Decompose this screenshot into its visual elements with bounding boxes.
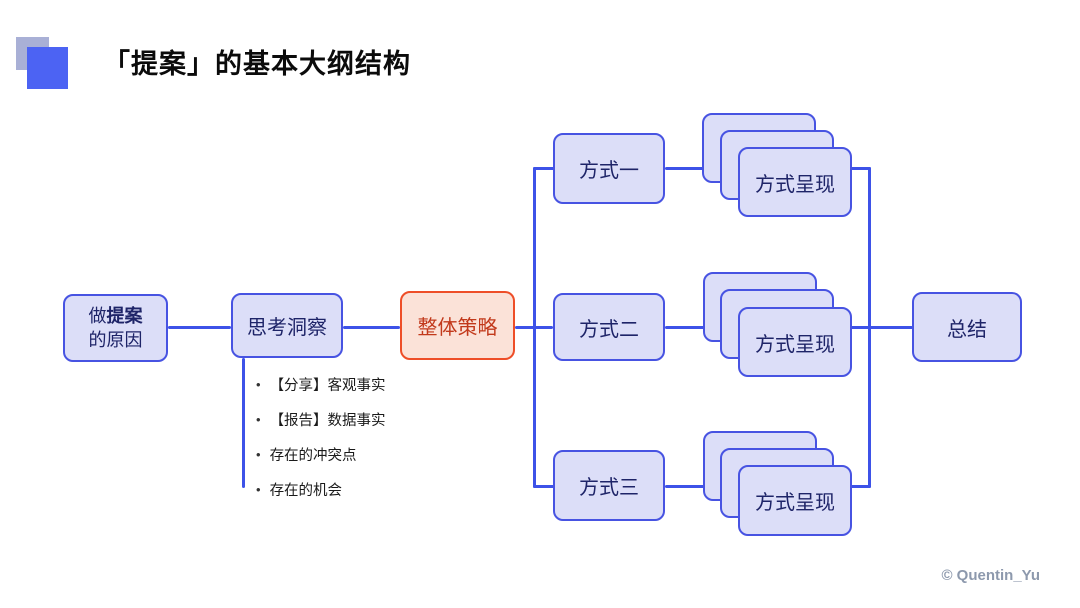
decor-square-front (27, 47, 68, 89)
bullet-dot-icon: • (256, 377, 261, 392)
list-item: • 【分享】客观事实 (256, 374, 386, 395)
connector-trunk-way1 (533, 167, 555, 170)
node-presentation2: 方式呈现 (738, 307, 852, 377)
node-way2-label: 方式二 (579, 318, 639, 341)
node-presentation3: 方式呈现 (738, 465, 852, 536)
node-presentation3-label: 方式呈现 (755, 492, 835, 514)
node-insight-label: 思考洞察 (247, 317, 327, 339)
connector-reason-insight (168, 326, 231, 329)
node-insight: 思考洞察 (231, 293, 343, 358)
list-item: • 存在的机会 (256, 479, 386, 500)
bullet-dot-icon: • (256, 412, 261, 427)
node-summary: 总结 (912, 292, 1022, 362)
bullet-text: 【报告】数据事实 (269, 413, 386, 429)
list-item: • 存在的冲突点 (256, 444, 386, 465)
list-item: • 【报告】数据事实 (256, 409, 386, 430)
node-summary-label: 总结 (947, 318, 987, 341)
node-strategy-label: 整体策略 (417, 317, 498, 339)
bullet-text: 【分享】客观事实 (269, 378, 386, 394)
connector-insight-strategy (343, 326, 400, 329)
node-reason-label: 做提案 的原因 (88, 306, 143, 350)
insight-bullet-list: • 【分享】客观事实 • 【报告】数据事实 • 存在的冲突点 • 存在的机会 (256, 374, 386, 514)
node-way1: 方式一 (553, 133, 665, 204)
connector-trunk-summary (869, 326, 913, 329)
connector-insight-bullets (242, 358, 245, 488)
node-way2: 方式二 (553, 293, 665, 361)
page-title: 「提案」的基本大纲结构 (103, 49, 411, 79)
node-way1-label: 方式一 (579, 160, 639, 182)
node-way3-label: 方式三 (579, 477, 639, 499)
node-presentation1-label: 方式呈现 (755, 173, 835, 196)
branch-trunk-left (533, 167, 536, 488)
node-way3: 方式三 (553, 450, 665, 521)
bullet-dot-icon: • (256, 447, 261, 462)
node-strategy: 整体策略 (400, 291, 515, 360)
bullet-text: 存在的冲突点 (269, 448, 357, 464)
node-reason: 做提案 的原因 (63, 294, 168, 362)
node-presentation2-label: 方式呈现 (755, 333, 835, 356)
bullet-text: 存在的机会 (269, 483, 343, 499)
author-credit: © Quentin_Yu (941, 567, 1040, 584)
node-presentation1: 方式呈现 (738, 147, 852, 217)
bullet-dot-icon: • (256, 482, 261, 497)
connector-trunk-way3 (533, 485, 555, 488)
